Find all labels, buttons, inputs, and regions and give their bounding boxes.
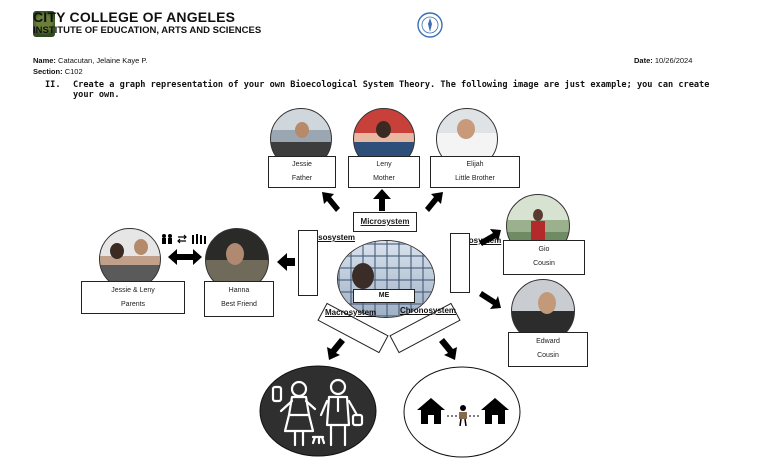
- name-line: Name: Catacutan, Jelaine Kaye P.: [33, 56, 148, 65]
- arrow-to-mother-icon: [373, 189, 391, 211]
- label-friend: Hanna Best Friend: [204, 281, 274, 317]
- section-line: Section: C102: [33, 67, 83, 76]
- question-number: II.: [45, 80, 61, 90]
- photo-me: [337, 240, 435, 318]
- mesosystem-bar: [298, 230, 318, 296]
- question-text: Create a graph representation of your ow…: [73, 80, 715, 100]
- macrosystem-label: Macrosystem: [325, 308, 377, 317]
- college-name: CITY COLLEGE OF ANGELES: [33, 9, 236, 25]
- arrow-to-brother-icon: [425, 192, 443, 212]
- crowd-icon: [192, 234, 206, 244]
- arrow-to-macro-icon: [327, 338, 345, 360]
- arrow-to-friend-icon: [277, 253, 295, 271]
- arrow-to-chrono-icon: [439, 338, 457, 360]
- swap-arrows-icon: [177, 234, 187, 244]
- date-value: 10/26/2024: [654, 56, 693, 65]
- label-edward: Edward Cousin: [508, 332, 588, 367]
- moving-person-icon: [459, 405, 467, 427]
- label-mother: Leny Mother: [348, 156, 420, 188]
- label-parents: Jessie & Leny Parents: [81, 281, 185, 314]
- label-gio: Gio Cousin: [503, 240, 585, 275]
- mesosystem-label: Mesosystem: [307, 233, 356, 242]
- university-seal-icon: [417, 12, 443, 38]
- college-logo: [33, 11, 55, 37]
- label-brother: Elijah Little Brother: [430, 156, 520, 188]
- microsystem-box: Microsystem: [353, 212, 417, 232]
- double-arrow-icon: [168, 249, 202, 265]
- house-icon: [417, 398, 445, 424]
- date-line: Date: 10/26/2024: [634, 56, 693, 65]
- moving-house-icon: [403, 366, 521, 458]
- interaction-icons: [162, 234, 206, 244]
- photo-parents: [99, 228, 161, 290]
- institute-name: INSTITUTE OF EDUCATION, ARTS AND SCIENCE…: [33, 25, 262, 36]
- arrow-to-gio-icon: [479, 229, 501, 246]
- chronosystem-label: Chronosystem: [400, 306, 457, 315]
- parents-silhouette-icon: [259, 365, 377, 457]
- section-value: C102: [64, 67, 83, 76]
- arrow-to-edward-icon: [479, 291, 501, 309]
- family-icon: [162, 234, 172, 244]
- name-value: Catacutan, Jelaine Kaye P.: [58, 56, 148, 65]
- exosystem-bar: [450, 233, 470, 293]
- label-father: Jessie Father: [268, 156, 336, 188]
- me-label: ME: [353, 289, 415, 303]
- arrow-to-father-icon: [322, 192, 340, 212]
